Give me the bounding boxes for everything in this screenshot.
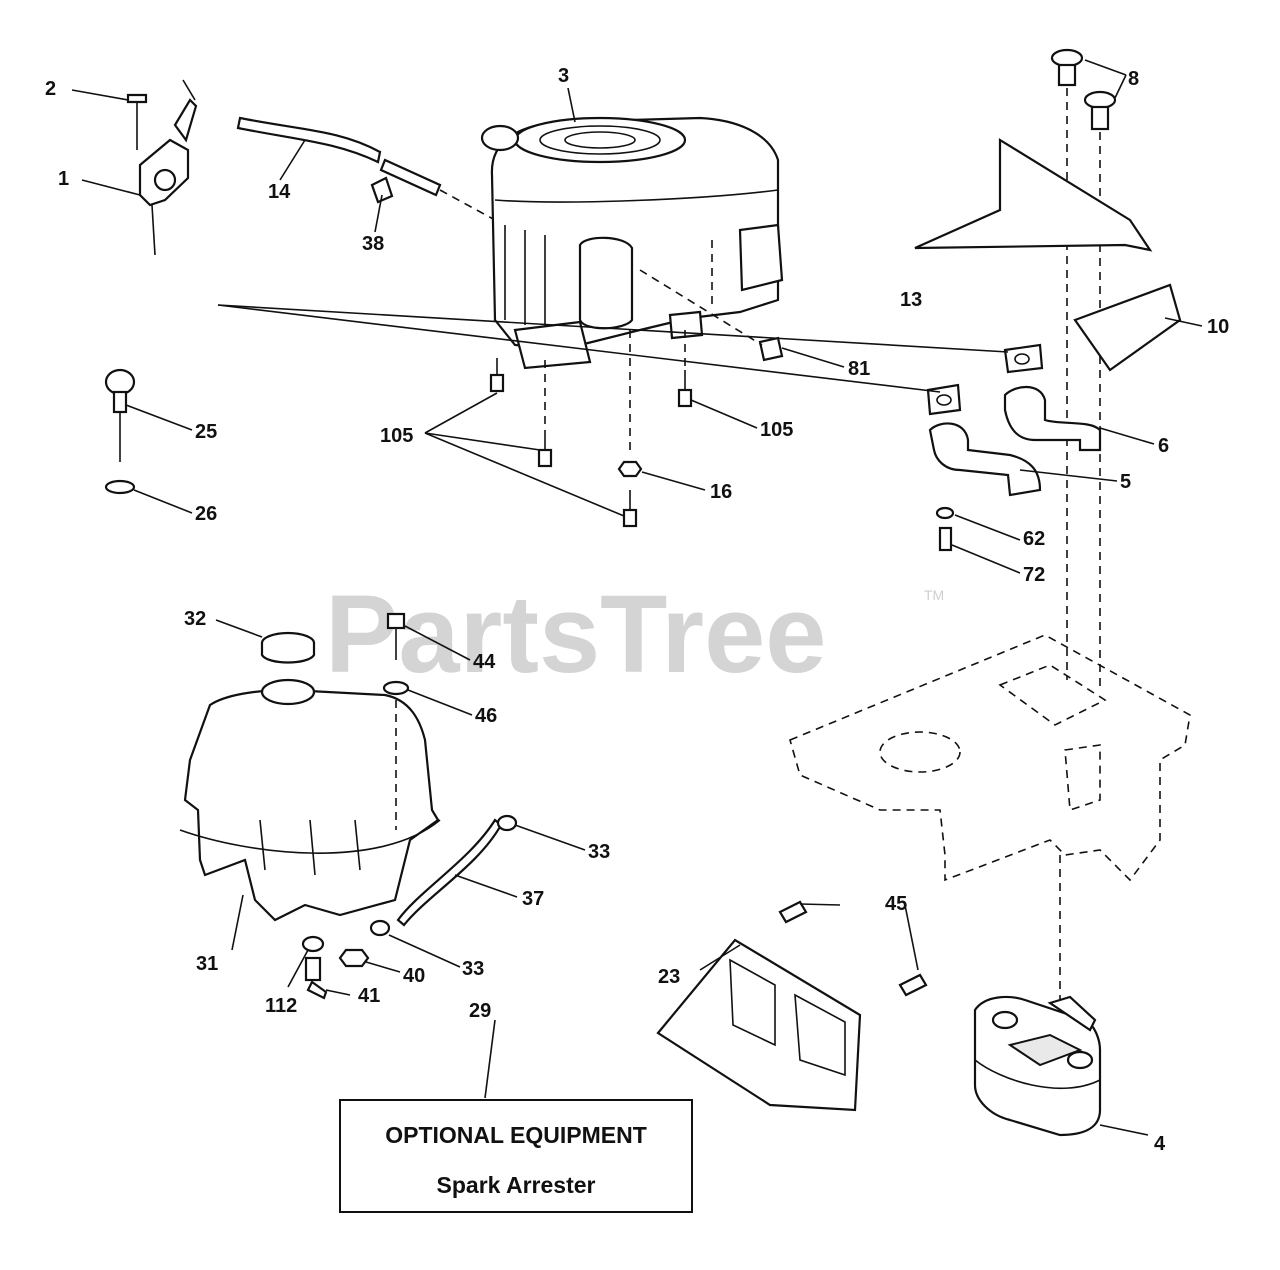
callout-105-left: 105 (380, 425, 413, 447)
screw-2-part (126, 93, 148, 150)
callout-40: 40 (403, 965, 425, 987)
callout-32: 32 (184, 608, 206, 630)
bolt-105-left-part (489, 358, 505, 393)
nut-16-part (617, 460, 643, 478)
heat-shield-10-part (914, 138, 1182, 372)
callout-81: 81 (848, 358, 870, 380)
callout-37: 37 (522, 888, 544, 910)
callout-105-right: 105 (760, 419, 793, 441)
callout-4: 4 (1154, 1133, 1166, 1155)
fuel-filter-38-part (370, 158, 442, 204)
gasket-13-lower-part (926, 383, 962, 416)
callout-112: 112 (265, 995, 297, 1017)
screw-44-part (386, 612, 406, 830)
chassis-frame-dashed (789, 634, 1191, 1005)
callout-62: 62 (1023, 528, 1045, 550)
leader-lines (71, 59, 1203, 1136)
fuel-tank-31-part (179, 678, 441, 922)
spark-arrester-23-part (656, 938, 862, 1112)
fuel-line-37-part (396, 818, 503, 927)
exhaust-pipe-6-part (1003, 385, 1102, 452)
fitting-112-part (301, 935, 328, 1000)
callout-5: 5 (1120, 471, 1131, 493)
callout-33-lower: 33 (462, 958, 484, 980)
washer-62-part (935, 506, 955, 520)
callout-46: 46 (475, 705, 497, 727)
callout-72: 72 (1023, 564, 1045, 586)
bolt-105-mid-part (537, 430, 553, 468)
engine-3-part (480, 116, 784, 455)
callout-14: 14 (268, 181, 291, 203)
callout-23: 23 (658, 966, 680, 988)
callout-8: 8 (1128, 68, 1139, 90)
callout-26: 26 (195, 503, 217, 525)
callout-41: 41 (358, 985, 380, 1007)
callout-10: 10 (1207, 316, 1229, 338)
clamp-33-lower-part (369, 919, 391, 937)
callout-16: 16 (710, 481, 732, 503)
dipstick-25-part (104, 368, 136, 462)
bolt-8-top-part (1050, 48, 1084, 680)
callout-13: 13 (900, 289, 922, 311)
fuel-line-14-part (236, 116, 382, 164)
callout-33-upper: 33 (588, 841, 610, 863)
plug-81-part (639, 269, 784, 362)
muffler-4-part (973, 995, 1102, 1137)
throttle-control-part (138, 79, 198, 256)
screw-45-lower-part (898, 973, 928, 997)
screw-45-upper-part (778, 900, 808, 924)
bolt-105-low-part (622, 490, 638, 528)
bolt-105-right-part (677, 370, 693, 408)
fuel-cap-32-part (260, 631, 316, 664)
callout-44: 44 (473, 651, 496, 673)
optional-equipment-title: OPTIONAL EQUIPMENT (385, 1122, 647, 1148)
callout-45: 45 (885, 893, 907, 915)
callout-25: 25 (195, 421, 217, 443)
callout-29: 29 (469, 1000, 491, 1022)
bolt-72-part (938, 526, 953, 552)
clamp-33-upper-part (496, 814, 518, 832)
callout-38: 38 (362, 233, 384, 255)
watermark-trademark: TM (924, 587, 944, 603)
callout-31: 31 (196, 953, 218, 975)
optional-equipment-subtitle: Spark Arrester (437, 1172, 596, 1198)
callout-2: 2 (45, 78, 56, 100)
gasket-13-upper-part (1003, 343, 1044, 374)
washer-46-part (382, 680, 410, 696)
seal-26-part (104, 479, 136, 495)
nut-40-part (338, 948, 370, 968)
callout-1: 1 (58, 168, 69, 190)
watermark-text: PartsTree (325, 573, 826, 696)
callout-6: 6 (1158, 435, 1169, 457)
bolt-8-lower-part (1083, 90, 1117, 690)
callout-3: 3 (558, 65, 569, 87)
optional-equipment-box: OPTIONAL EQUIPMENT Spark Arrester (339, 1099, 693, 1213)
